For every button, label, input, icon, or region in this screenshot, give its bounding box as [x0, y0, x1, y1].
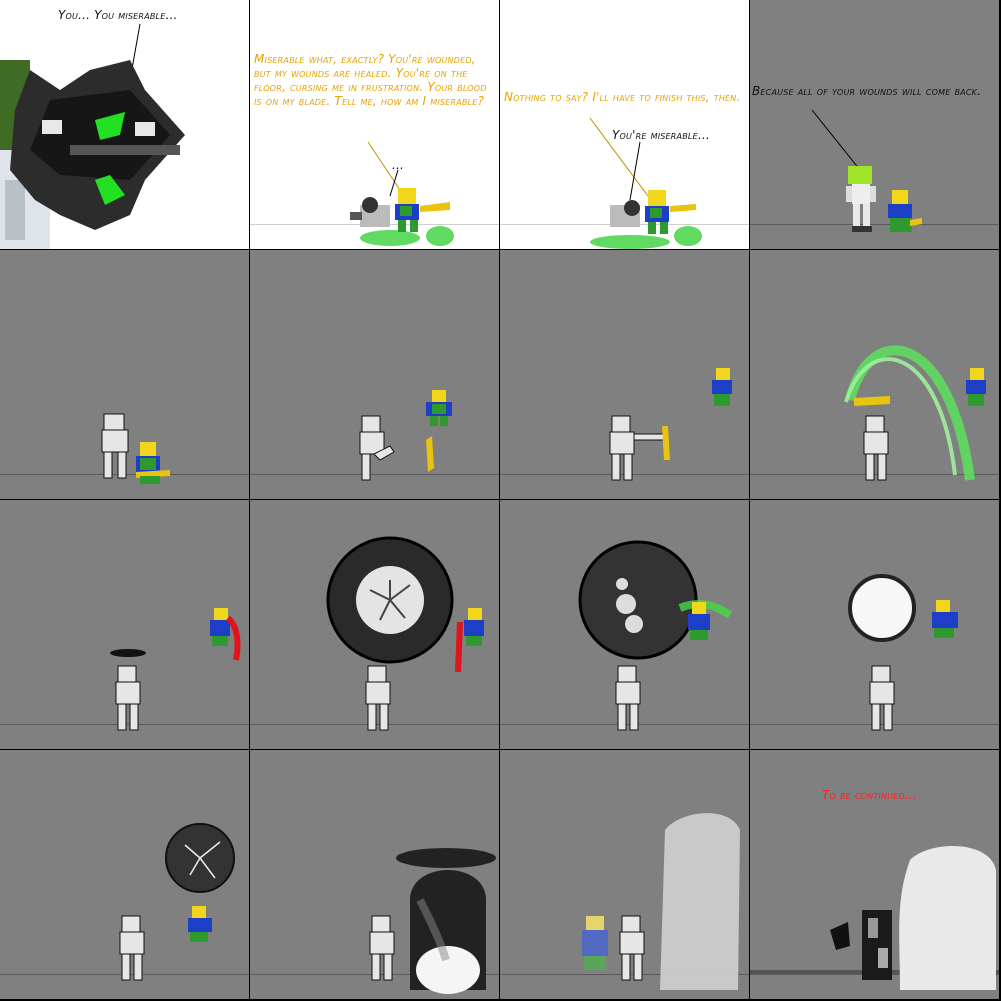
reply-text: You're miserable... — [612, 128, 710, 142]
villain-skeleton — [101, 413, 129, 479]
panel-5 — [0, 250, 250, 500]
characters — [369, 848, 496, 994]
reply-text: ... — [392, 158, 405, 172]
speech-text: Because all of your wounds will come bac… — [752, 84, 982, 98]
speech-text: Miserable what, exactly? You're wounded,… — [254, 52, 487, 108]
panel-10 — [250, 500, 500, 750]
panel-16: To be continued... — [750, 750, 1000, 1000]
speech-pointer — [589, 117, 649, 201]
panel-2: Miserable what, exactly? You're wounded,… — [250, 0, 500, 250]
panel-8 — [750, 250, 1000, 500]
characters — [844, 345, 986, 481]
fight-scene — [350, 188, 454, 246]
panel-3: Nothing to say? I'll have to finish this… — [500, 0, 750, 250]
characters — [119, 823, 235, 981]
characters — [578, 540, 733, 731]
floor-line — [250, 474, 499, 475]
panel-15 — [500, 750, 750, 1000]
characters — [582, 813, 740, 990]
panel-1: You... You miserable... — [0, 0, 250, 250]
speech-pointer — [367, 141, 401, 197]
panel-6 — [250, 250, 500, 500]
villain-closeup-helmet — [0, 60, 185, 249]
panel-14 — [250, 750, 500, 1000]
speech-text: You... You miserable... — [58, 8, 178, 22]
panel-12 — [750, 500, 1000, 750]
speech-text: Nothing to say? I'll have to finish this… — [504, 90, 741, 104]
characters — [326, 536, 484, 731]
fight-scene — [590, 190, 702, 249]
characters — [750, 846, 999, 990]
characters — [848, 574, 958, 731]
panel-7 — [500, 250, 750, 500]
characters — [609, 368, 732, 481]
ending-text: To be continued... — [822, 788, 918, 802]
panel-11 — [500, 500, 750, 750]
panel-4: Because all of your wounds will come bac… — [750, 0, 1000, 250]
floor-line — [750, 224, 999, 225]
panel-9 — [0, 500, 250, 750]
characters — [846, 166, 922, 232]
characters — [359, 390, 452, 481]
characters — [101, 413, 170, 484]
panel-13 — [0, 750, 250, 1000]
characters — [110, 608, 241, 731]
speech-pointer — [811, 109, 861, 171]
